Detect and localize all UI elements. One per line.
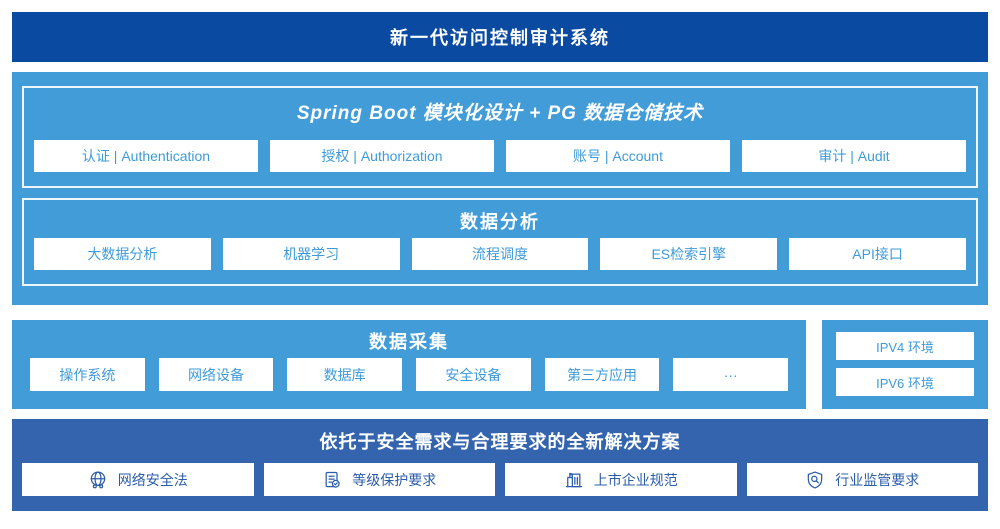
data-analysis-title: 数据分析 (460, 212, 540, 232)
data-collection-title: 数据采集 (369, 332, 449, 352)
spring-boot-section-title: Spring Boot 模块化设计 + PG 数据仓储技术 (296, 103, 704, 124)
module-api-interface: API接口 (789, 238, 966, 270)
module-authentication: 认证 | Authentication (34, 140, 258, 172)
solution-section: 依托于安全需求与合理要求的全新解决方案 网络安全法 (12, 419, 988, 511)
module-audit: 审计 | Audit (742, 140, 966, 172)
analysis-modules-row: 大数据分析 机器学习 流程调度 ES检索引擎 API接口 (34, 238, 966, 270)
solution-item-cybersecurity-law: 网络安全法 (22, 463, 254, 496)
module-machine-learning: 机器学习 (222, 238, 400, 270)
platform-container: Spring Boot 模块化设计 + PG 数据仓储技术 认证 | Authe… (12, 72, 988, 305)
solution-items-row: 网络安全法 等级保护要求 (22, 463, 978, 496)
source-security-device: 安全设备 (416, 358, 531, 391)
auth-modules-row: 认证 | Authentication 授权 | Authorization 账… (34, 140, 966, 172)
data-collection-section: 数据采集 操作系统 网络设备 数据库 安全设备 第三方应用 ··· (12, 320, 806, 409)
solution-item-classified-protection: 等级保护要求 (263, 463, 495, 496)
env-ipv6: IPV6 环境 (836, 368, 974, 396)
network-environment-panel: IPV4 环境 IPV6 环境 (822, 320, 988, 409)
solution-item-listed-company-standard: 上市企业规范 (505, 463, 737, 496)
solution-item-label: 等级保护要求 (352, 471, 437, 488)
data-analysis-section: 数据分析 大数据分析 机器学习 流程调度 ES检索引擎 API接口 (22, 198, 978, 286)
shield-search-icon (805, 470, 825, 490)
module-workflow-scheduling: 流程调度 (411, 238, 589, 270)
globe-icon (88, 470, 108, 490)
system-title: 新一代访问控制审计系统 (390, 28, 610, 48)
collection-sources-row: 操作系统 网络设备 数据库 安全设备 第三方应用 ··· (30, 358, 789, 391)
module-big-data-analysis: 大数据分析 (34, 238, 211, 270)
solution-item-label: 网络安全法 (117, 471, 188, 488)
solution-title: 依托于安全需求与合理要求的全新解决方案 (319, 432, 681, 452)
solution-item-industry-regulation: 行业监管要求 (746, 463, 978, 496)
source-network-device: 网络设备 (158, 358, 274, 391)
module-account: 账号 | Account (506, 140, 730, 172)
module-authorization: 授权 | Authorization (270, 140, 494, 172)
system-title-banner: 新一代访问控制审计系统 (12, 12, 988, 62)
source-database: 数据库 (287, 358, 403, 391)
source-third-party-app: 第三方应用 (544, 358, 660, 391)
spring-boot-section: Spring Boot 模块化设计 + PG 数据仓储技术 认证 | Authe… (22, 86, 978, 188)
building-icon (564, 470, 584, 490)
env-ipv4: IPV4 环境 (836, 332, 974, 360)
document-check-icon (322, 470, 342, 490)
source-more-ellipsis: ··· (673, 358, 789, 391)
solution-item-label: 上市企业规范 (593, 471, 678, 488)
module-es-search-engine: ES检索引擎 (600, 238, 778, 270)
source-operating-system: 操作系统 (30, 358, 145, 391)
solution-item-label: 行业监管要求 (835, 471, 920, 488)
